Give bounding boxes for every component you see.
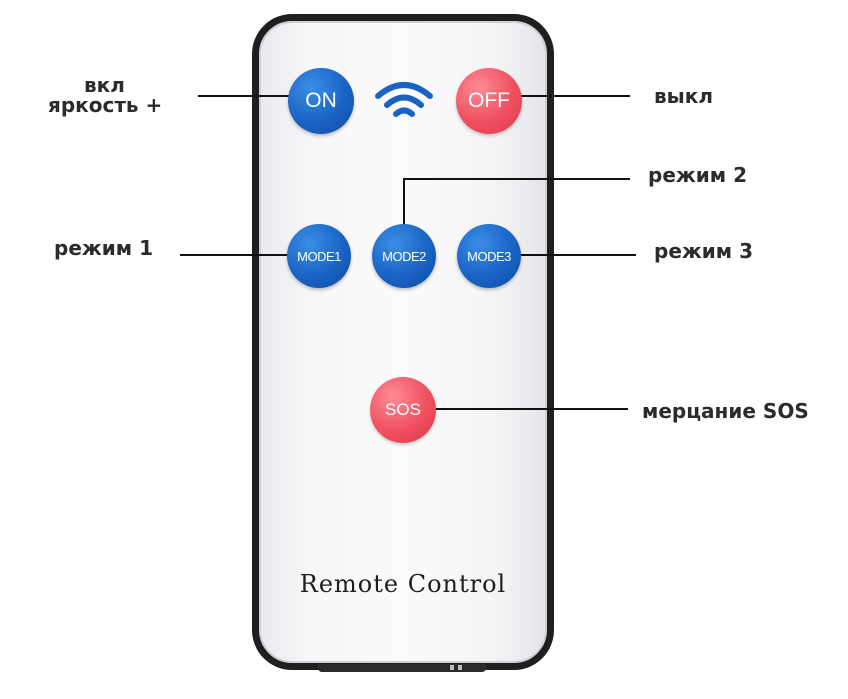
label-brightness: яркость + (48, 93, 163, 117)
sos-button[interactable]: SOS (370, 377, 436, 443)
on-button[interactable]: ON (288, 68, 354, 134)
bottom-notch (450, 665, 454, 670)
mode3-button[interactable]: MODE3 (457, 224, 521, 288)
remote-brand-text: Remote Control (299, 570, 507, 598)
line-mode2 (403, 178, 630, 226)
label-off: выкл (654, 84, 713, 108)
label-on: вкл (84, 73, 125, 97)
wifi-signal-icon (372, 78, 436, 126)
mode1-button[interactable]: MODE1 (287, 224, 351, 288)
remote-bottom-edge (318, 664, 486, 672)
label-mode1: режим 1 (54, 236, 154, 260)
label-sos: мерцание SOS (642, 399, 809, 423)
bottom-notch (458, 665, 462, 670)
mode2-button[interactable]: MODE2 (372, 224, 436, 288)
label-mode3: режим 3 (654, 239, 754, 263)
off-button[interactable]: OFF (456, 68, 522, 134)
label-mode2: режим 2 (648, 163, 748, 187)
